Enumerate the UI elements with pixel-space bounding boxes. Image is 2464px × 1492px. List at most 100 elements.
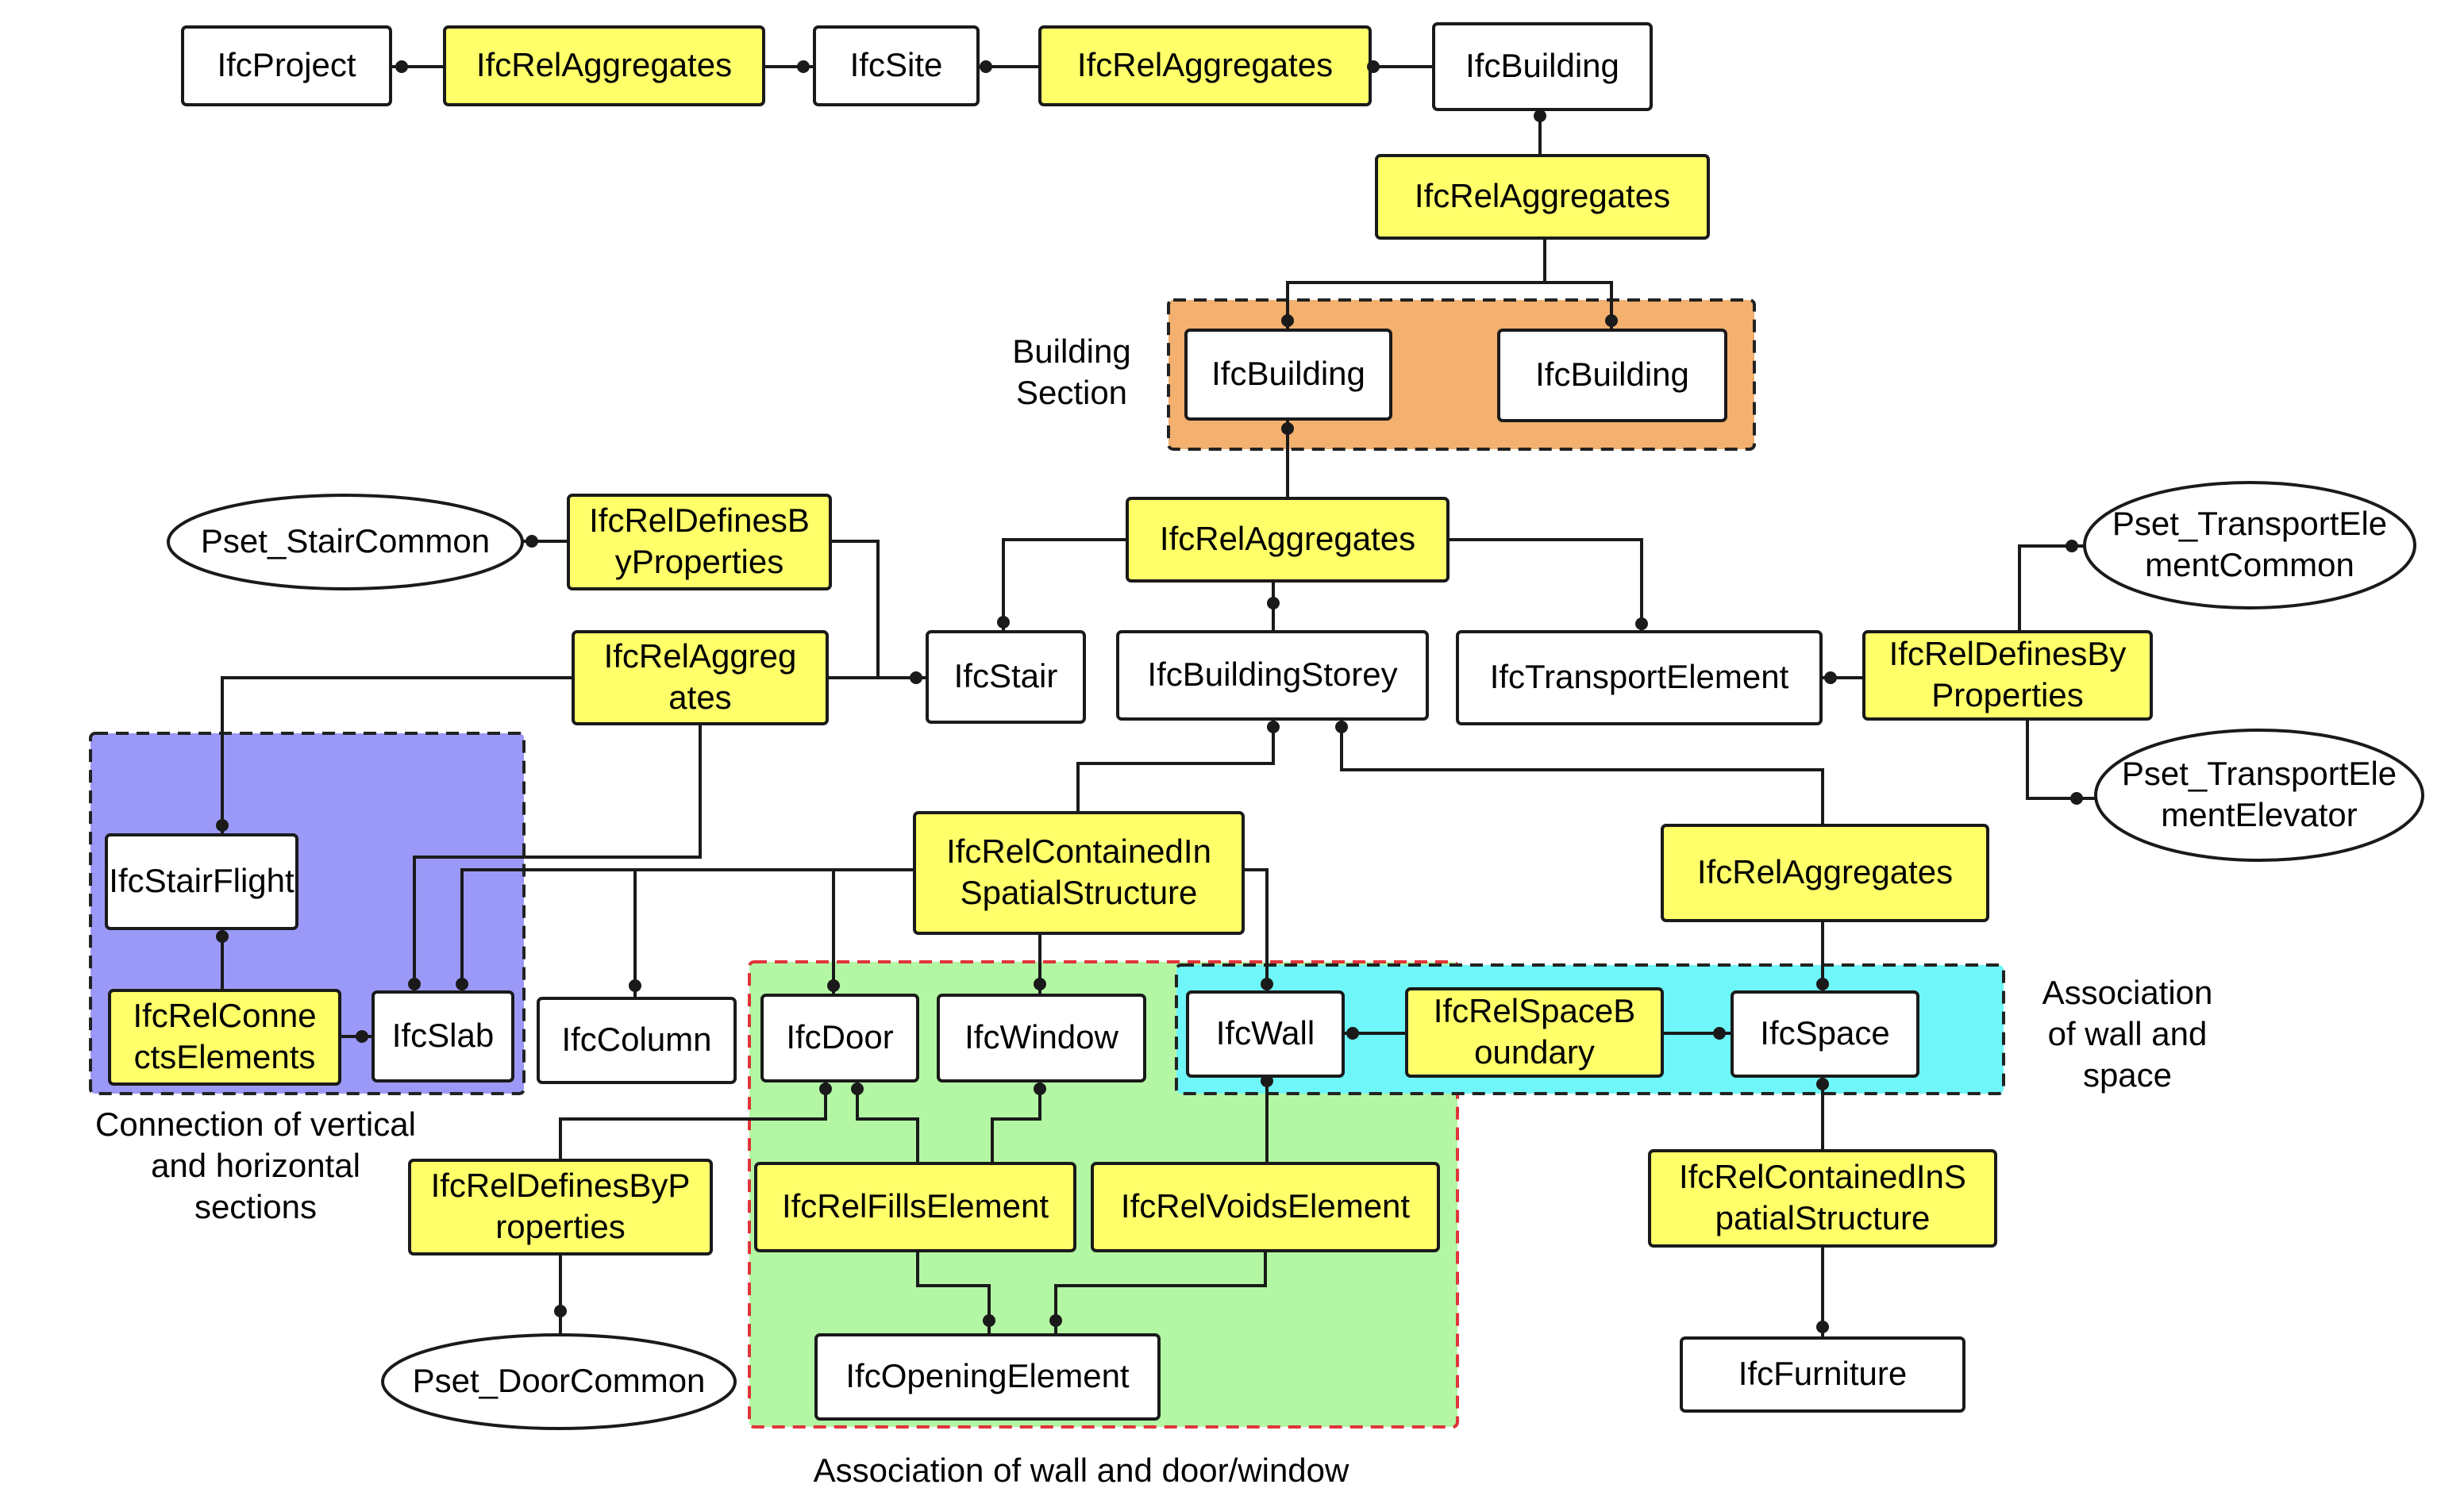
rel-contained-1-label-line-1: IfcRelContainedIn <box>946 833 1211 870</box>
connector-anchor-rel-agg-2-ifc-building-top <box>1367 60 1380 73</box>
rel-voids-node[interactable]: IfcRelVoidsElement <box>1091 1162 1440 1252</box>
pset-transport-elevator-label-line-2: mentElevator <box>2161 796 2357 833</box>
connector-anchor-storey-rel-contained-1 <box>1267 721 1280 733</box>
connector-rel-agg-3-ifc-building-a <box>1286 238 1546 330</box>
rel-agg-4-node[interactable]: IfcRelAggregates <box>1126 497 1450 583</box>
ifc-stair-shape <box>926 630 1086 724</box>
connector-anchor-ifc-transport-rel-def-transport <box>1824 671 1837 684</box>
wall-space-label-line-3: space <box>2083 1056 2172 1094</box>
building-section-label-line-1: Building <box>1012 333 1130 370</box>
ifc-slab-label: IfcSlab <box>392 1017 494 1054</box>
connector-anchor-rel-contained-1-ifc-window <box>1034 978 1046 990</box>
ifc-building-storey-shape <box>1116 630 1429 721</box>
connector-anchor-ifc-wall-rel-voids <box>1261 1075 1273 1087</box>
rel-space-boundary-shape <box>1405 987 1664 1078</box>
rel-agg-1-shape <box>443 25 765 106</box>
rel-connects-label-line-1: IfcRelConne <box>133 997 316 1034</box>
ifc-site-node[interactable]: IfcSite <box>813 25 980 106</box>
ifc-window-shape <box>937 994 1146 1082</box>
pset-transport-common-label-line-1: Pset_TransportEle <box>2112 505 2387 542</box>
rel-contained-1-shape <box>913 811 1245 935</box>
connector-anchor-ifc-space-rel-contained-2 <box>1816 1078 1829 1090</box>
ifc-furniture-shape <box>1680 1336 1965 1413</box>
rel-agg-6-node[interactable]: IfcRelAggregates <box>1661 824 1989 922</box>
ifc-window-node[interactable]: IfcWindow <box>937 994 1146 1082</box>
connector-anchor-rel-agg-4-ifc-transport <box>1635 617 1648 630</box>
ifc-wall-node[interactable]: IfcWall <box>1186 990 1345 1078</box>
ifc-building-top-node[interactable]: IfcBuilding <box>1432 22 1653 111</box>
connector-storey-rel-contained-1 <box>1076 719 1275 813</box>
ifc-space-shape <box>1731 990 1919 1078</box>
ifc-slab-shape <box>372 990 514 1082</box>
rel-def-props-transport-label-line-1: IfcRelDefinesBy <box>1889 635 2127 672</box>
ifc-stair-flight-node[interactable]: IfcStairFlight <box>105 833 298 930</box>
wall-space-label-line-2: of wall and <box>2048 1015 2208 1052</box>
ifc-stair-flight-label: IfcStairFlight <box>109 862 295 899</box>
ifc-slab-node[interactable]: IfcSlab <box>372 990 514 1082</box>
rel-agg-1-node[interactable]: IfcRelAggregates <box>443 25 765 106</box>
connector-anchor-ifc-wall-rel-space-boundary <box>1346 1027 1359 1040</box>
ifc-furniture-node[interactable]: IfcFurniture <box>1680 1336 1965 1413</box>
connector-anchor-ifc-door-rel-def-door <box>819 1082 832 1095</box>
rel-agg-4-label: IfcRelAggregates <box>1160 520 1415 557</box>
rel-agg-2-label: IfcRelAggregates <box>1077 46 1333 83</box>
ifc-building-a-label: IfcBuilding <box>1211 355 1365 392</box>
ifc-building-storey-node[interactable]: IfcBuildingStorey <box>1116 630 1429 721</box>
rel-fills-shape <box>754 1162 1076 1252</box>
rel-def-props-transport-shape <box>1862 630 2153 721</box>
ifc-building-a-node[interactable]: IfcBuilding <box>1184 329 1392 421</box>
rel-agg-5-shape <box>572 630 829 725</box>
vertical-horizontal-label-line-1: Connection of vertical <box>95 1106 416 1143</box>
ifc-stair-label: IfcStair <box>954 657 1058 694</box>
rel-agg-3-node[interactable]: IfcRelAggregates <box>1375 154 1710 240</box>
connector-anchor-rel-agg-5-ifc-slab <box>408 978 421 990</box>
connector-rel-agg-5-ifc-slab <box>413 724 702 992</box>
connector-anchor-rel-agg-3-ifc-building-b <box>1605 314 1618 327</box>
ifc-project-node[interactable]: IfcProject <box>181 25 392 106</box>
pset-door-common-node[interactable]: Pset_DoorCommon <box>381 1333 737 1430</box>
connector-anchor-rel-contained-1-ifc-column <box>629 979 641 992</box>
rel-agg-5-label-line-1: IfcRelAggreg <box>604 637 797 675</box>
rel-fills-node[interactable]: IfcRelFillsElement <box>754 1162 1076 1252</box>
vertical-horizontal-label-line-2: and horizontal <box>151 1147 360 1184</box>
pset-stair-common-label: Pset_StairCommon <box>201 522 490 560</box>
ifc-transport-element-node[interactable]: IfcTransportElement <box>1456 630 1823 725</box>
connector-ifc-door-rel-def-door <box>559 1081 827 1160</box>
connector-anchor-pset-stair-rel-def-stair <box>526 535 538 548</box>
ifc-door-label: IfcDoor <box>786 1018 893 1056</box>
connector-storey-rel-agg-6 <box>1340 719 1824 825</box>
connector-anchor-rel-agg-3-ifc-building-a <box>1281 314 1294 327</box>
ifc-project-shape <box>181 25 392 106</box>
ifc-building-b-shape <box>1497 329 1727 422</box>
rel-agg-6-label: IfcRelAggregates <box>1697 853 1953 890</box>
rel-def-props-door-shape <box>408 1159 713 1256</box>
wall-door-window-label: Association of wall and door/window <box>814 1452 1349 1489</box>
ifc-space-node[interactable]: IfcSpace <box>1731 990 1919 1078</box>
rel-def-props-transport-label-line-2: Properties <box>1931 676 2083 713</box>
rel-agg-2-node[interactable]: IfcRelAggregates <box>1038 25 1372 106</box>
connector-anchor-rel-def-door-pset-door <box>554 1305 567 1317</box>
ifc-building-b-node[interactable]: IfcBuilding <box>1497 329 1727 422</box>
ifc-building-storey-label: IfcBuildingStorey <box>1147 656 1397 693</box>
connector-rel-agg-4-ifc-transport <box>1448 538 1643 632</box>
rel-def-props-door-label-line-2: roperties <box>495 1208 625 1245</box>
rel-agg-6-shape <box>1661 824 1989 922</box>
ifc-stair-node[interactable]: IfcStair <box>926 630 1086 724</box>
rel-agg-5-node[interactable]: IfcRelAggreg ates <box>572 630 829 725</box>
rel-agg-5-label-line-2: ates <box>668 679 731 716</box>
connector-rel-contained-1-ifc-wall <box>1243 868 1269 992</box>
ifc-column-node[interactable]: IfcColumn <box>537 997 737 1084</box>
pset-stair-common-node[interactable]: Pset_StairCommon <box>167 494 524 590</box>
ifc-opening-element-node[interactable]: IfcOpeningElement <box>814 1333 1161 1421</box>
rel-space-boundary-label-line-1: IfcRelSpaceB <box>1434 992 1635 1029</box>
ifc-door-node[interactable]: IfcDoor <box>760 994 919 1082</box>
